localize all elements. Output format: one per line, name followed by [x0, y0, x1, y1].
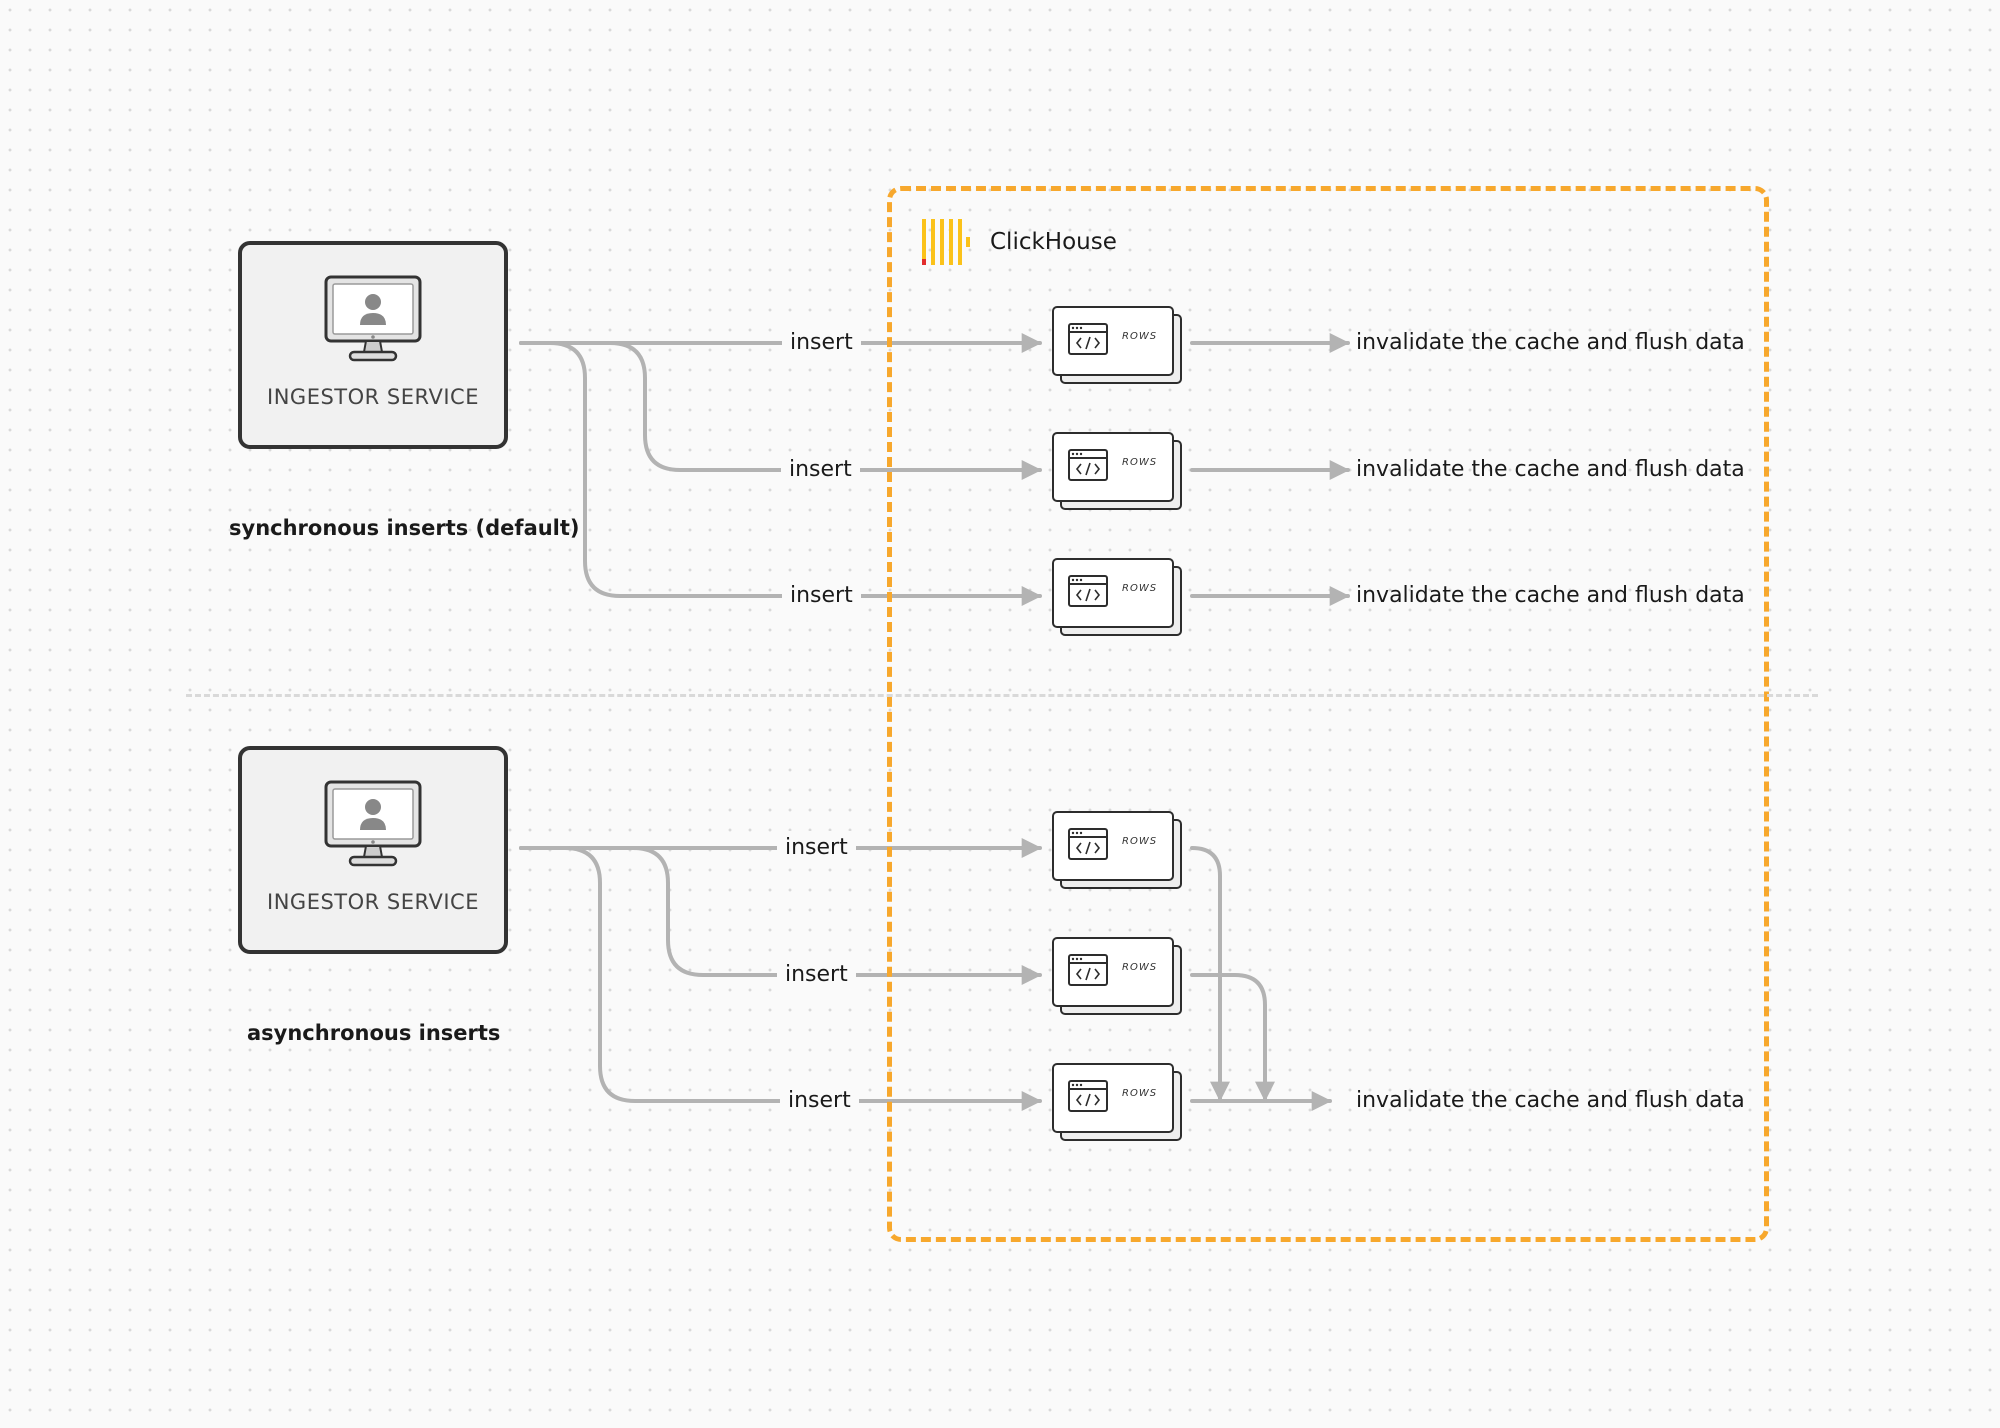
sync-insert-label-1: insert [782, 326, 861, 360]
sync-insert-arrow-2 [519, 341, 1042, 480]
rows-label: ROWS [1122, 583, 1158, 594]
async-rows-block-1: ROWS [1052, 811, 1182, 891]
sync-insert-label-3: insert [782, 579, 861, 613]
code-window-icon [1068, 449, 1108, 481]
async-insert-arrow-3 [519, 846, 1042, 1111]
async-insert-arrow-2 [519, 846, 1042, 985]
sync-flush-label-2: invalidate the cache and flush data [1356, 457, 1745, 482]
clickhouse-label: ClickHouse [990, 229, 1117, 255]
rows-label: ROWS [1122, 836, 1158, 847]
code-window-icon [1068, 954, 1108, 986]
sync-mode-title: synchronous inserts (default) [229, 516, 580, 540]
sync-rows-block-1: ROWS [1052, 306, 1182, 386]
rows-label: ROWS [1122, 457, 1158, 468]
ingestor-service-label: INGESTOR SERVICE [267, 385, 479, 409]
clickhouse-boundary [887, 186, 1769, 1242]
code-window-icon [1068, 323, 1108, 355]
async-buffer-arrow-1 [1190, 846, 1230, 1102]
section-divider [186, 694, 1818, 697]
async-buffer-arrow-2 [1190, 973, 1275, 1102]
async-flush-label: invalidate the cache and flush data [1356, 1088, 1745, 1113]
async-insert-label-2: insert [777, 958, 856, 992]
async-insert-label-3: insert [780, 1084, 859, 1118]
rows-label: ROWS [1122, 1088, 1158, 1099]
sync-insert-arrow-3 [519, 341, 1042, 606]
async-mode-title: asynchronous inserts [247, 1021, 501, 1045]
sync-rows-block-3: ROWS [1052, 558, 1182, 638]
sync-flush-label-3: invalidate the cache and flush data [1356, 583, 1745, 608]
async-ingestor-service: INGESTOR SERVICE [238, 746, 508, 954]
sync-flush-label-1: invalidate the cache and flush data [1356, 330, 1745, 355]
code-window-icon [1068, 828, 1108, 860]
monitor-user-icon [324, 275, 422, 362]
sync-rows-block-2: ROWS [1052, 432, 1182, 512]
sync-ingestor-service: INGESTOR SERVICE [238, 241, 508, 449]
sync-insert-label-2: insert [781, 453, 860, 487]
async-rows-block-3: ROWS [1052, 1063, 1182, 1143]
clickhouse-logo-icon [922, 219, 970, 265]
rows-label: ROWS [1122, 962, 1158, 973]
monitor-user-icon [324, 780, 422, 867]
async-rows-block-2: ROWS [1052, 937, 1182, 1017]
code-window-icon [1068, 1080, 1108, 1112]
async-insert-label-1: insert [777, 831, 856, 865]
code-window-icon [1068, 575, 1108, 607]
rows-label: ROWS [1122, 331, 1158, 342]
ingestor-service-label: INGESTOR SERVICE [267, 890, 479, 914]
